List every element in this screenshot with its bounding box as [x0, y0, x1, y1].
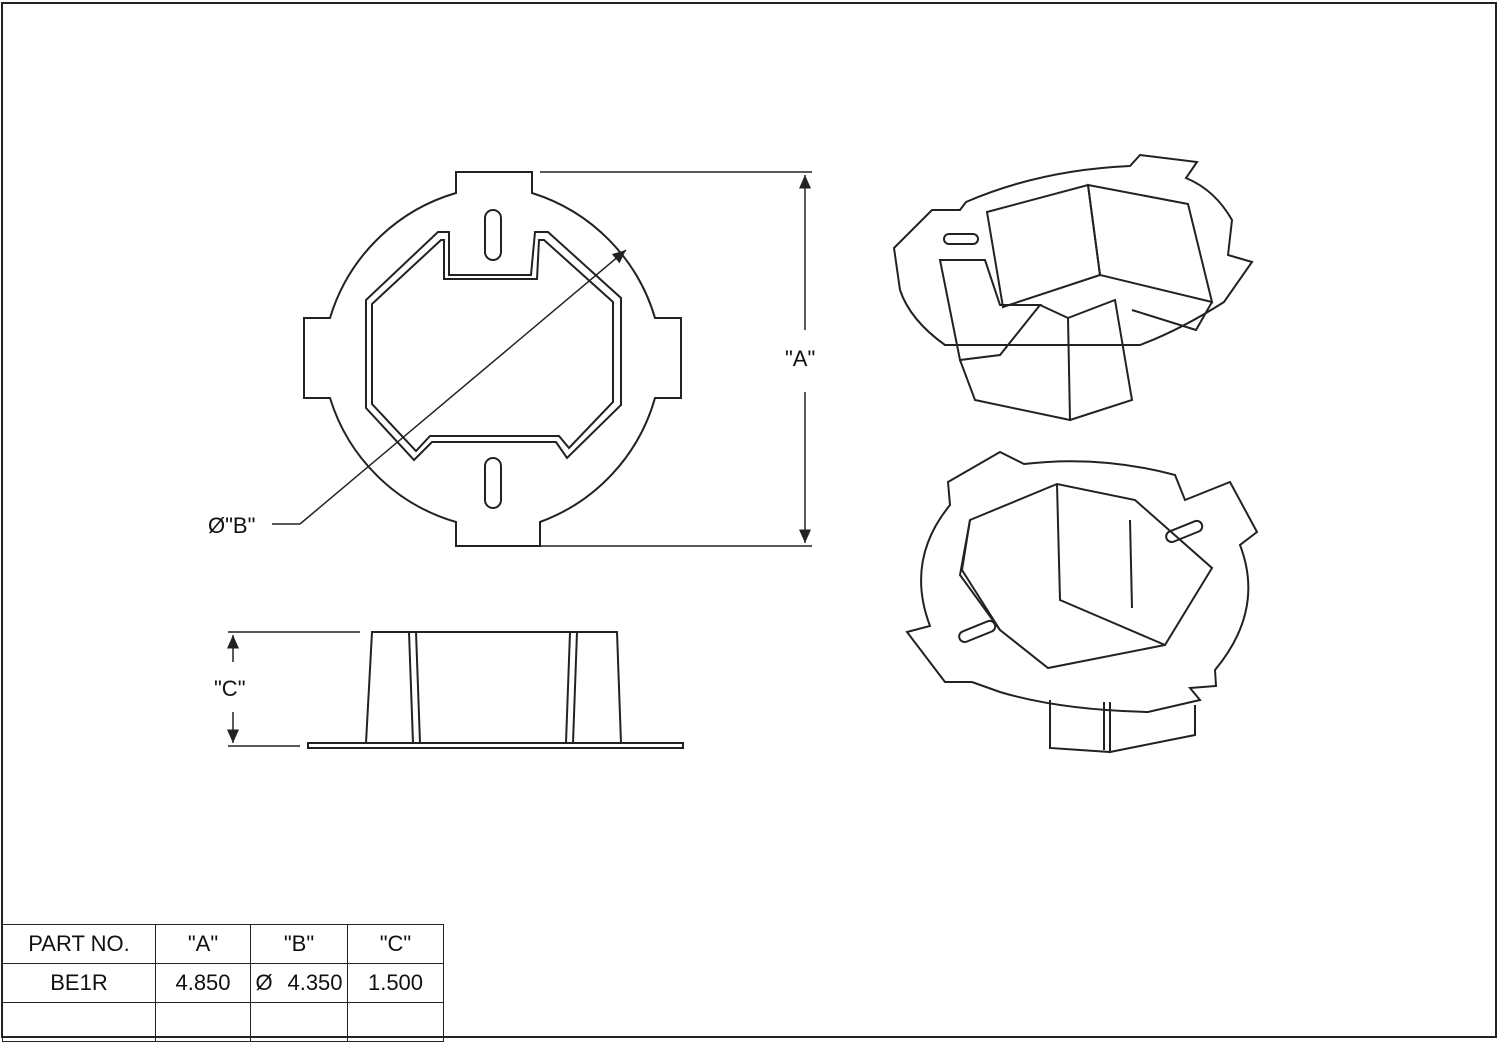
cell-a: [155, 1002, 251, 1042]
bottom-slot: [484, 457, 502, 509]
side-flange: [307, 742, 684, 749]
cell-part-no: BE1R: [2, 963, 156, 1003]
top-slot: [484, 209, 502, 261]
plate-outline: [303, 171, 682, 547]
top-view: [272, 171, 682, 547]
dimension-a-label: "A": [785, 346, 816, 371]
cell-part-no: [2, 1002, 156, 1042]
table-row: BE1R 4.850 Ø 4.350 1.500: [2, 963, 444, 1003]
iso2-box-below: [1049, 700, 1196, 754]
table-row: [2, 1002, 444, 1042]
dimension-a: [540, 171, 812, 547]
box-opening-outer: [365, 231, 622, 462]
header-part-no: PART NO.: [2, 924, 156, 964]
dimension-b-label: Ø"B": [208, 513, 256, 538]
dimension-c: [227, 631, 360, 747]
iso2-box-opening: [958, 482, 1214, 670]
iso1-box-face-b: [1086, 183, 1214, 304]
dimension-c-label: "C": [214, 676, 246, 701]
iso2-box-inner: [1056, 483, 1166, 646]
side-view: [307, 631, 684, 749]
diameter-line: [299, 249, 627, 525]
iso1-plate: [892, 153, 1254, 346]
cell-c: 1.500: [347, 963, 444, 1003]
diameter-symbol: Ø: [255, 970, 273, 995]
table-header-row: PART NO. "A" "B" "C": [2, 924, 444, 964]
side-body: [364, 631, 623, 744]
cell-b: [250, 1002, 348, 1042]
header-a: "A": [155, 924, 251, 964]
cell-b-value: 4.350: [287, 970, 343, 995]
isometric-view-top: [905, 450, 1259, 754]
iso2-plate: [905, 450, 1259, 714]
spec-table: PART NO. "A" "B" "C" BE1R 4.850 Ø 4.350 1…: [2, 924, 444, 1042]
cell-c: [347, 1002, 444, 1042]
box-opening-inner: [371, 239, 614, 453]
isometric-view-bottom: [892, 153, 1254, 422]
iso1-box-face-a: [985, 183, 1102, 309]
cell-a: 4.850: [155, 963, 251, 1003]
cell-b: Ø 4.350: [250, 963, 348, 1003]
header-b: "B": [250, 924, 348, 964]
header-c: "C": [347, 924, 444, 964]
iso1-box-face-d: [959, 304, 1072, 422]
iso1-box-face-e: [1067, 298, 1134, 421]
